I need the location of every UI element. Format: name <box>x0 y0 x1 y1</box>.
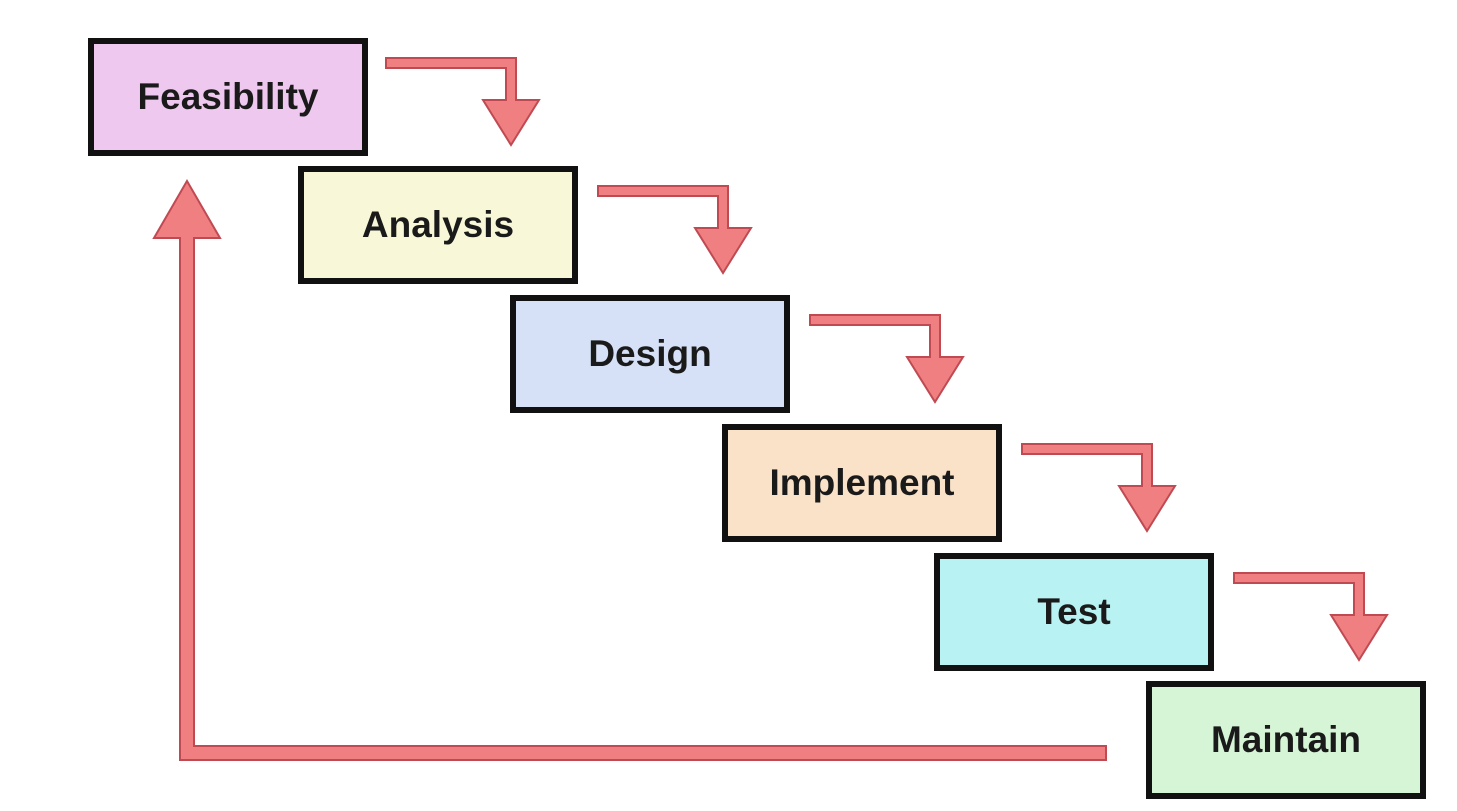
feedback-arrow <box>152 179 1107 761</box>
flow-arrow-4 <box>1021 443 1177 533</box>
stage-box-test: Test <box>934 553 1214 671</box>
stage-label-feasibility: Feasibility <box>137 76 319 117</box>
stage-label-analysis: Analysis <box>361 204 515 245</box>
stage-box-analysis: Analysis <box>298 166 578 284</box>
flow-arrow-2 <box>597 185 753 275</box>
stage-box-design: Design <box>510 295 790 413</box>
stage-label-design: Design <box>588 333 712 374</box>
stage-label-test: Test <box>1037 591 1111 632</box>
stage-box-implement: Implement <box>722 424 1002 542</box>
flow-arrow-3 <box>809 314 965 404</box>
stage-box-feasibility: Feasibility <box>88 38 368 156</box>
stage-label-maintain: Maintain <box>1210 719 1362 760</box>
stage-box-maintain: Maintain <box>1146 681 1426 799</box>
flow-arrow-5 <box>1233 572 1389 662</box>
flow-arrow-1 <box>385 57 541 147</box>
stage-label-implement: Implement <box>769 462 955 503</box>
